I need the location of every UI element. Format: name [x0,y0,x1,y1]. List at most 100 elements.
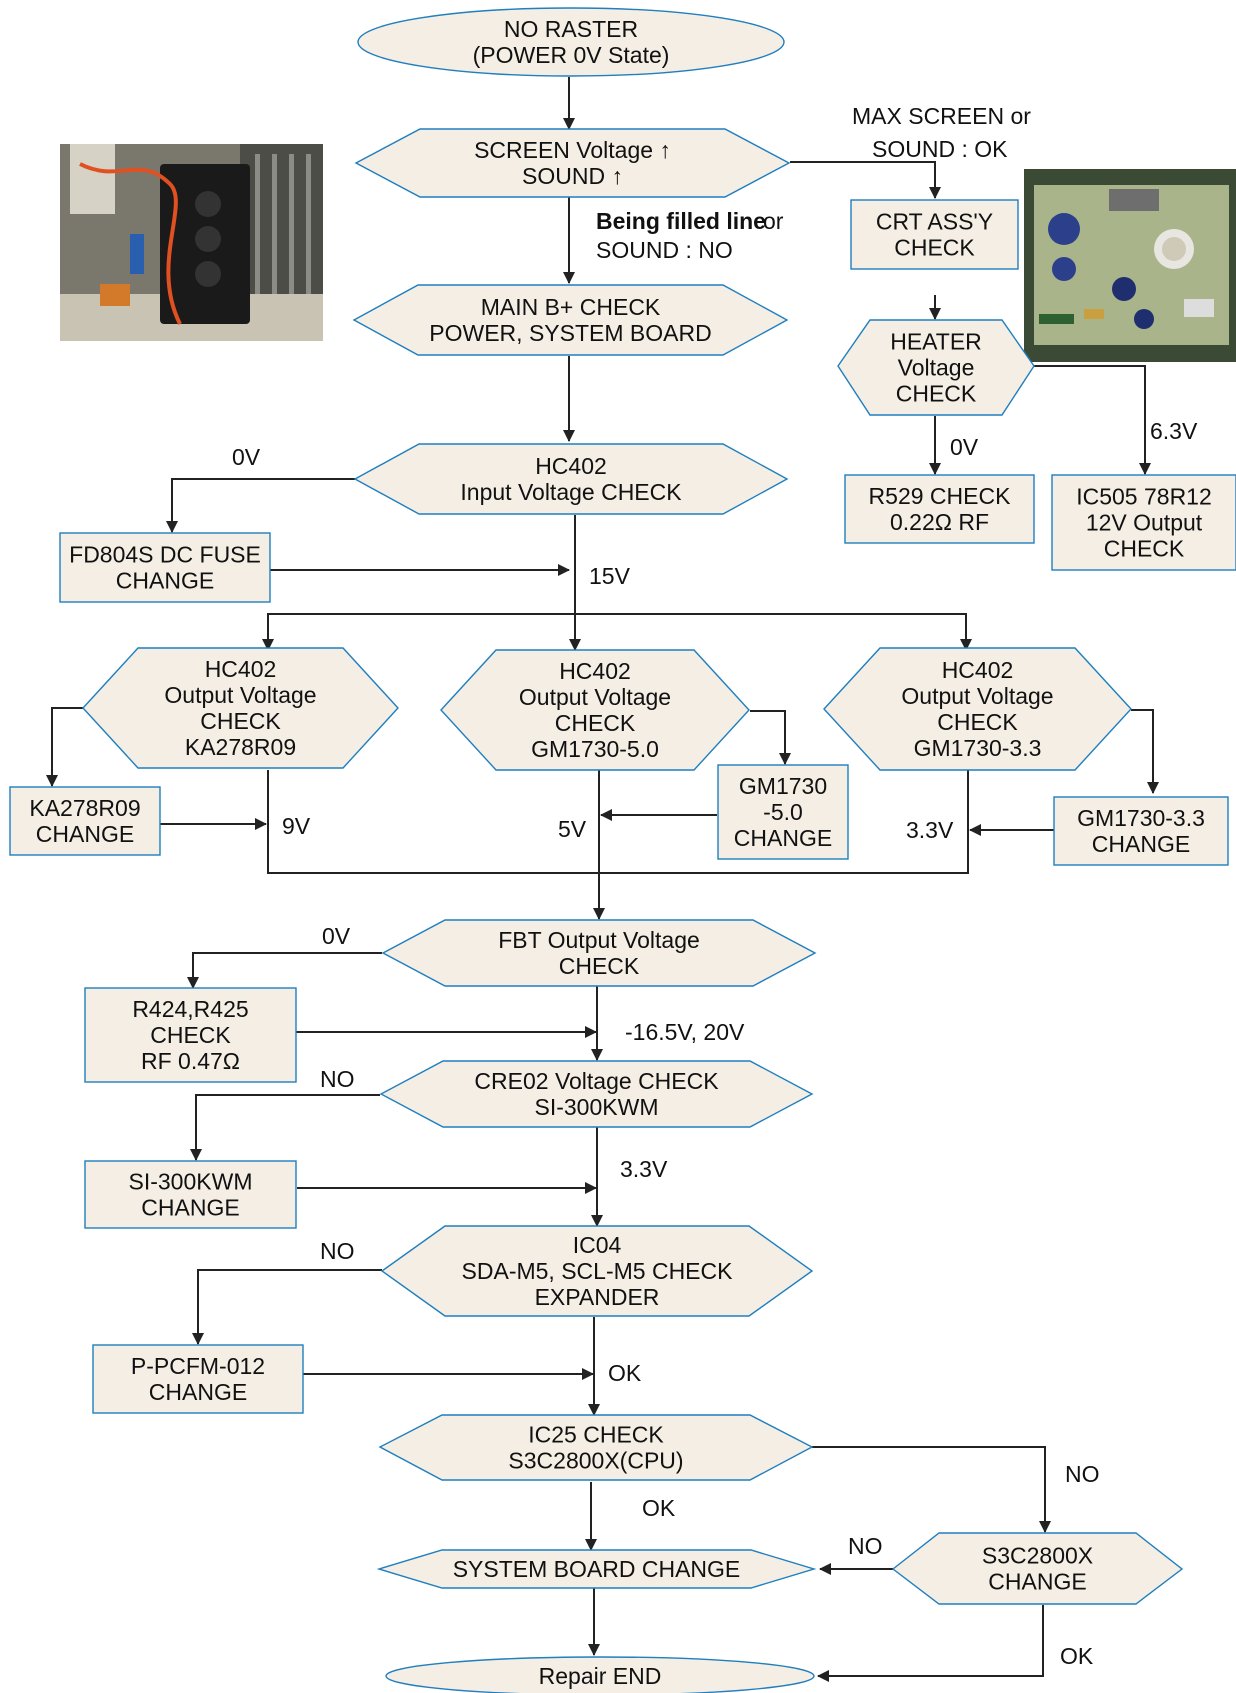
screen-voltage-decision: SCREEN Voltage ↑SOUND ↑ [354,128,791,198]
hc402-b-line-3: CHECK [555,710,636,736]
edge-cre02-to-si300 [190,1094,380,1161]
fuse-line-2: CHANGE [116,568,214,594]
edge-ic25-to-s3c [812,1446,1051,1533]
label-fbt-0v: 0V [322,923,351,949]
edge-labels: MAX SCREEN or SOUND : OK Being filled li… [232,103,1198,1669]
hc402-c-line-2: Output Voltage [901,683,1053,709]
hc402-a-line-3: CHECK [200,708,281,734]
nodes: NO RASTER(POWER 0V State) SCREEN Voltage… [9,7,1236,1693]
ic505-line-1: IC505 78R12 [1076,484,1212,510]
fbt-line-1: FBT Output Voltage [498,927,700,953]
r424-line-3: RF 0.47Ω [141,1048,240,1074]
screen-line-2: SOUND ↑ [522,163,623,189]
r424-line-2: CHECK [150,1022,231,1048]
si300-line-2: CHANGE [141,1195,239,1221]
start-line-2: (POWER 0V State) [473,42,670,68]
label-9v: 9V [282,813,311,839]
label-ic04-no: NO [320,1238,355,1264]
label-5v: 5V [558,816,587,842]
label-fbt-ok: -16.5V, 20V [625,1019,745,1045]
edge-ic04-to-pcfm [192,1269,382,1345]
label-ic25-ok: OK [642,1495,676,1521]
label-s3c-ok: OK [1060,1643,1094,1669]
label-being-filled-line: Being filled line [596,208,766,234]
screen-line-1: SCREEN Voltage ↑ [474,137,671,163]
edge-fbt-to-r424 [187,952,382,989]
gm50-line-2: -5.0 [763,799,803,825]
label-max-screen: MAX SCREEN or [852,103,1031,129]
ka278-line-2: CHANGE [36,821,134,847]
heater-line-1: HEATER [890,329,982,355]
ic25-line-1: IC25 CHECK [528,1422,664,1448]
ic505-line-3: CHECK [1104,536,1185,562]
si300-line-1: SI-300KWM [129,1169,253,1195]
hc402-a-line-1: HC402 [205,656,277,682]
label-hc402-0v: 0V [232,444,261,470]
label-sound-ok: SOUND : OK [872,136,1008,162]
crt-line-1: CRT ASS'Y [876,209,993,235]
edge-s3c-to-end [817,1605,1044,1682]
edge-hc402b-to-gm50 [750,710,791,765]
label-heater-6-3v: 6.3V [1150,418,1198,444]
end-line-1: Repair END [539,1663,662,1689]
label-ic04-ok: OK [608,1360,642,1386]
hc402-a-line-2: Output Voltage [164,682,316,708]
heater-line-3: CHECK [896,381,977,407]
start-terminal: NO RASTER(POWER 0V State) [357,7,785,77]
gm33-line-2: CHANGE [1092,831,1190,857]
repair-end-terminal: Repair END [385,1656,815,1693]
ic04-line-2: SDA-M5, SCL-M5 CHECK [462,1258,734,1284]
edge-heater-to-ic505 [1034,365,1151,475]
crt-line-2: CHECK [894,235,975,261]
fbt-line-2: CHECK [559,953,640,979]
label-ic25-no: NO [1065,1461,1100,1487]
hc402-a-line-4: KA278R09 [185,734,296,760]
label-heater-0v: 0V [950,434,979,460]
edge-bus-15v [267,613,967,650]
r424-line-1: R424,R425 [132,996,248,1022]
main-b-line-2: POWER, SYSTEM BOARD [429,320,711,346]
label-sound-no: SOUND : NO [596,237,733,263]
start-line-1: NO RASTER [504,16,638,42]
edge-screen-to-crt [790,161,941,199]
fuse-line-1: FD804S DC FUSE [69,542,261,568]
hc402-b-line-4: GM1730-5.0 [531,736,659,762]
hc402-in-line-2: Input Voltage CHECK [460,479,682,505]
hc402-c-line-3: CHECK [937,709,1018,735]
label-cre02-3-3v: 3.3V [620,1156,668,1182]
circuit-board-photo [1024,169,1236,362]
s3c-line-2: CHANGE [988,1569,1086,1595]
sysboard-line-1: SYSTEM BOARD CHANGE [453,1556,741,1582]
pcfm-line-2: CHANGE [149,1379,247,1405]
edge-merge-bus [267,770,969,874]
cre02-line-2: SI-300KWM [535,1094,659,1120]
hc402-c-line-1: HC402 [942,657,1014,683]
label-cre02-no: NO [320,1066,355,1092]
gm50-line-1: GM1730 [739,773,827,799]
r529-line-2: 0.22Ω RF [890,509,989,535]
label-3-3v: 3.3V [906,817,954,843]
ic04-line-1: IC04 [573,1232,622,1258]
s3c-line-1: S3C2800X [982,1543,1093,1569]
hc402-b-line-1: HC402 [559,658,631,684]
system-board-change-decision: SYSTEM BOARD CHANGE [376,1549,817,1589]
hc402-c-line-4: GM1730-3.3 [914,735,1042,761]
gm33-line-1: GM1730-3.3 [1077,805,1205,831]
label-s3c-no: NO [848,1533,883,1559]
